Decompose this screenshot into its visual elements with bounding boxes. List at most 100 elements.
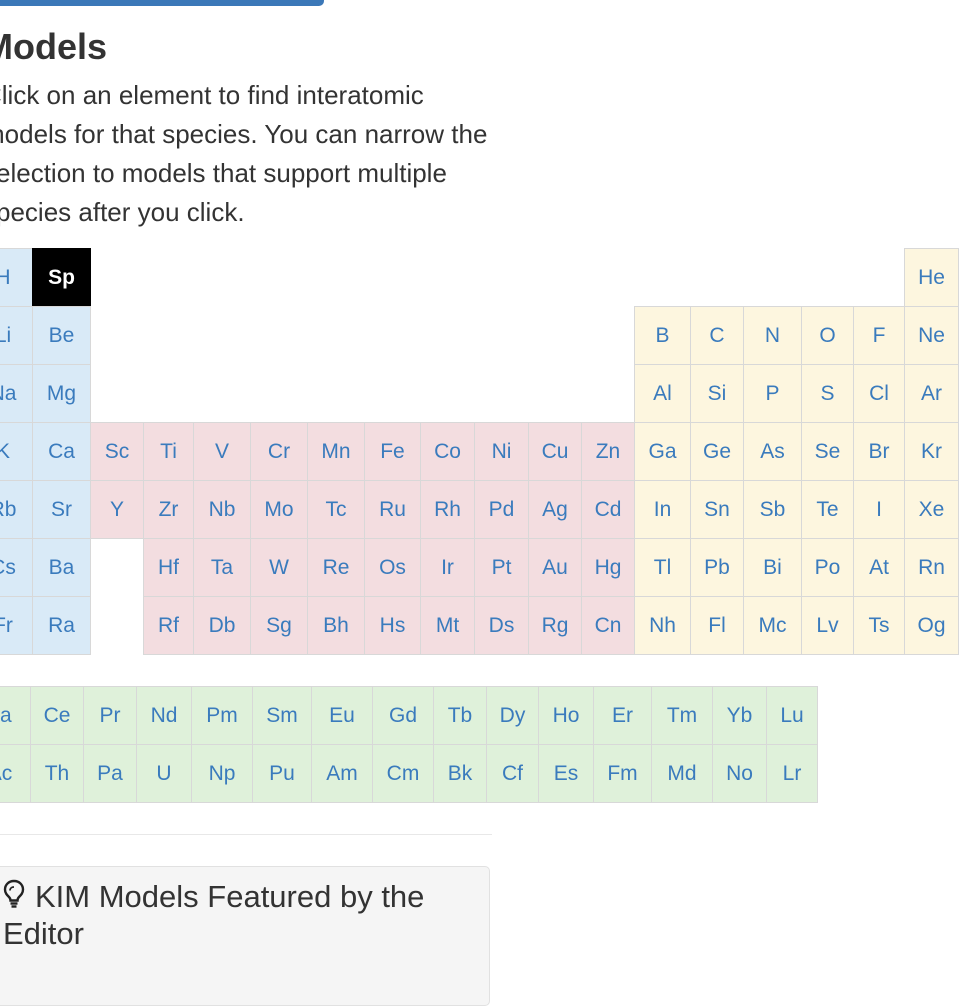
element-tc[interactable]: Tc [307, 480, 365, 539]
element-no[interactable]: No [712, 744, 767, 803]
element-lr[interactable]: Lr [766, 744, 818, 803]
element-md[interactable]: Md [651, 744, 713, 803]
element-ds[interactable]: Ds [474, 596, 529, 655]
element-n[interactable]: N [743, 306, 802, 365]
element-rb[interactable]: Rb [0, 480, 33, 539]
element-ti[interactable]: Ti [143, 422, 194, 481]
element-os[interactable]: Os [364, 538, 421, 597]
element-mn[interactable]: Mn [307, 422, 365, 481]
element-er[interactable]: Er [593, 686, 652, 745]
element-rn[interactable]: Rn [904, 538, 959, 597]
element-ho[interactable]: Ho [538, 686, 594, 745]
element-s[interactable]: S [801, 364, 854, 423]
element-v[interactable]: V [193, 422, 251, 481]
element-li[interactable]: Li [0, 306, 33, 365]
element-as[interactable]: As [743, 422, 802, 481]
element-ba[interactable]: Ba [32, 538, 91, 597]
element-bi[interactable]: Bi [743, 538, 802, 597]
element-ru[interactable]: Ru [364, 480, 421, 539]
element-pa[interactable]: Pa [83, 744, 137, 803]
element-mt[interactable]: Mt [420, 596, 475, 655]
element-kr[interactable]: Kr [904, 422, 959, 481]
element-ga[interactable]: Ga [634, 422, 691, 481]
element-np[interactable]: Np [191, 744, 253, 803]
element-u[interactable]: U [136, 744, 192, 803]
element-pr[interactable]: Pr [83, 686, 137, 745]
element-nb[interactable]: Nb [193, 480, 251, 539]
element-pm[interactable]: Pm [191, 686, 253, 745]
element-cn[interactable]: Cn [581, 596, 635, 655]
element-mc[interactable]: Mc [743, 596, 802, 655]
element-si[interactable]: Si [690, 364, 744, 423]
element-lv[interactable]: Lv [801, 596, 854, 655]
element-yb[interactable]: Yb [712, 686, 767, 745]
element-ag[interactable]: Ag [528, 480, 582, 539]
element-ca[interactable]: Ca [32, 422, 91, 481]
element-i[interactable]: I [853, 480, 905, 539]
element-es[interactable]: Es [538, 744, 594, 803]
element-ts[interactable]: Ts [853, 596, 905, 655]
element-pd[interactable]: Pd [474, 480, 529, 539]
element-re[interactable]: Re [307, 538, 365, 597]
element-fe[interactable]: Fe [364, 422, 421, 481]
element-fl[interactable]: Fl [690, 596, 744, 655]
element-am[interactable]: Am [311, 744, 373, 803]
element-co[interactable]: Co [420, 422, 475, 481]
element-he[interactable]: He [904, 248, 959, 307]
element-xe[interactable]: Xe [904, 480, 959, 539]
element-sg[interactable]: Sg [250, 596, 308, 655]
element-th[interactable]: Th [30, 744, 84, 803]
element-cd[interactable]: Cd [581, 480, 635, 539]
element-db[interactable]: Db [193, 596, 251, 655]
element-mo[interactable]: Mo [250, 480, 308, 539]
element-sc[interactable]: Sc [90, 422, 144, 481]
element-au[interactable]: Au [528, 538, 582, 597]
element-sr[interactable]: Sr [32, 480, 91, 539]
element-rh[interactable]: Rh [420, 480, 475, 539]
element-sb[interactable]: Sb [743, 480, 802, 539]
element-lu[interactable]: Lu [766, 686, 818, 745]
element-al[interactable]: Al [634, 364, 691, 423]
element-pu[interactable]: Pu [252, 744, 312, 803]
element-zr[interactable]: Zr [143, 480, 194, 539]
element-pt[interactable]: Pt [474, 538, 529, 597]
element-dy[interactable]: Dy [486, 686, 539, 745]
element-o[interactable]: O [801, 306, 854, 365]
element-sn[interactable]: Sn [690, 480, 744, 539]
element-ni[interactable]: Ni [474, 422, 529, 481]
element-be[interactable]: Be [32, 306, 91, 365]
element-hs[interactable]: Hs [364, 596, 421, 655]
element-se[interactable]: Se [801, 422, 854, 481]
element-in[interactable]: In [634, 480, 691, 539]
element-bh[interactable]: Bh [307, 596, 365, 655]
element-c[interactable]: C [690, 306, 744, 365]
element-eu[interactable]: Eu [311, 686, 373, 745]
element-rf[interactable]: Rf [143, 596, 194, 655]
element-f[interactable]: F [853, 306, 905, 365]
element-cs[interactable]: Cs [0, 538, 33, 597]
element-fm[interactable]: Fm [593, 744, 652, 803]
element-cl[interactable]: Cl [853, 364, 905, 423]
element-ta[interactable]: Ta [193, 538, 251, 597]
element-sm[interactable]: Sm [252, 686, 312, 745]
element-fr[interactable]: Fr [0, 596, 33, 655]
element-h[interactable]: H [0, 248, 33, 307]
element-ne[interactable]: Ne [904, 306, 959, 365]
element-na[interactable]: Na [0, 364, 33, 423]
element-tb[interactable]: Tb [433, 686, 487, 745]
element-rg[interactable]: Rg [528, 596, 582, 655]
element-gd[interactable]: Gd [372, 686, 434, 745]
element-mg[interactable]: Mg [32, 364, 91, 423]
element-ce[interactable]: Ce [30, 686, 84, 745]
element-ar[interactable]: Ar [904, 364, 959, 423]
element-br[interactable]: Br [853, 422, 905, 481]
element-hg[interactable]: Hg [581, 538, 635, 597]
element-ra[interactable]: Ra [32, 596, 91, 655]
element-p[interactable]: P [743, 364, 802, 423]
element-zn[interactable]: Zn [581, 422, 635, 481]
element-b[interactable]: B [634, 306, 691, 365]
element-tl[interactable]: Tl [634, 538, 691, 597]
element-cu[interactable]: Cu [528, 422, 582, 481]
element-at[interactable]: At [853, 538, 905, 597]
element-cm[interactable]: Cm [372, 744, 434, 803]
